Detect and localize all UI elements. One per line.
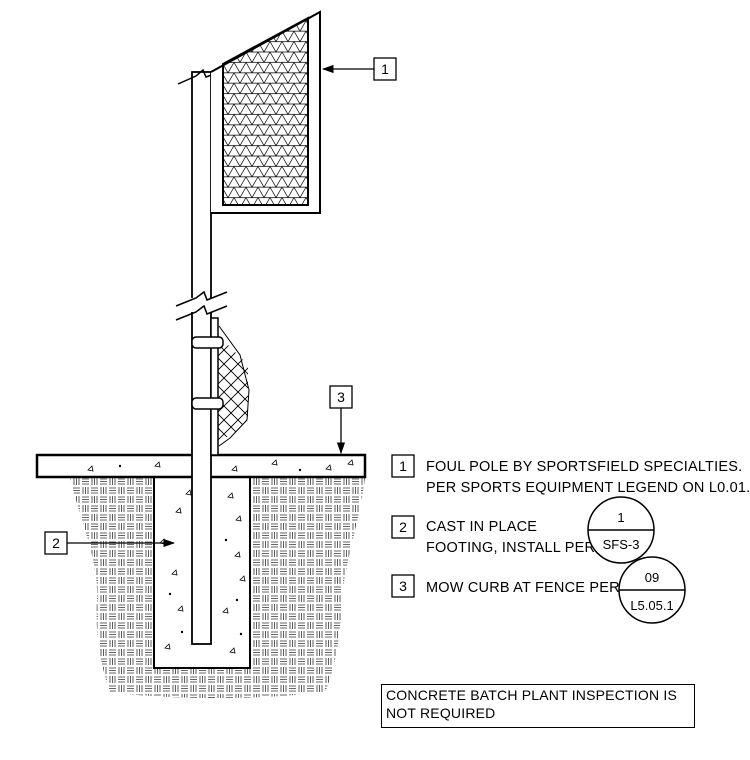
callout-1-line-2: PER SPORTS EQUIPMENT LEGEND ON L0.01.1	[426, 480, 750, 496]
detail-ref-l5-05-1[interactable]: 09 L5.05.1	[618, 556, 686, 624]
tag-1-label: 1	[381, 61, 389, 77]
detail-ref-sfs-3[interactable]: 1 SFS-3	[587, 496, 655, 564]
callout-3-line-1: MOW CURB AT FENCE PER	[426, 580, 620, 596]
tag-2: 2	[44, 531, 176, 555]
tag-3-label: 3	[337, 389, 345, 405]
tag-2-label: 2	[52, 535, 60, 551]
inspection-note: CONCRETE BATCH PLANT INSPECTION IS NOT R…	[381, 684, 695, 728]
detail-ref-sfs-3-top: 1	[617, 510, 624, 525]
foul-pole	[175, 68, 228, 645]
callout-2-number: 2	[399, 519, 407, 535]
detail-ref-l5-05-1-bottom: L5.05.1	[630, 598, 673, 613]
tag-1: 1	[321, 57, 397, 81]
callout-1-number: 1	[399, 458, 407, 474]
callout-3: 3 MOW CURB AT FENCE PER 09 L5.05.1	[391, 556, 686, 624]
callout-2-line-2: FOOTING, INSTALL PER	[426, 540, 595, 556]
callout-1: 1 FOUL POLE BY SPORTSFIELD SPECIALTIES. …	[391, 454, 750, 496]
chain-link-fence	[191, 317, 250, 456]
callout-1-line-1: FOUL POLE BY SPORTSFIELD SPECIALTIES.	[426, 459, 742, 475]
callout-3-number: 3	[399, 578, 407, 594]
pole-screen	[210, 10, 321, 214]
detail-ref-l5-05-1-top: 09	[645, 570, 659, 585]
callout-2-line-1: CAST IN PLACE	[426, 519, 537, 535]
callout-2: 2 CAST IN PLACE FOOTING, INSTALL PER 1 S…	[391, 496, 655, 564]
detail-ref-sfs-3-bottom: SFS-3	[603, 537, 640, 552]
tag-3: 3	[329, 385, 353, 455]
